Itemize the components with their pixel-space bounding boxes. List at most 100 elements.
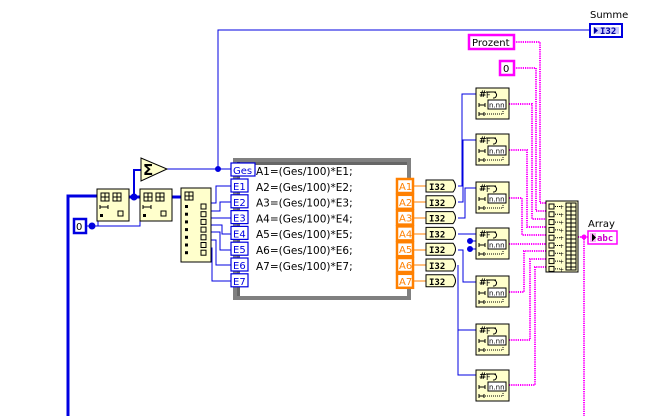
formula-line: A2=(Ges/100)*E2; [256, 182, 353, 194]
svg-text:A3: A3 [399, 214, 412, 225]
format-into-string-node[interactable]: #Fn.nn [475, 275, 510, 308]
to-i32-node[interactable]: I32 [425, 211, 456, 225]
format-into-string-nodes: #Fn.nn#Fn.nn#Fn.nn#Fn.nn#Fn.nn#Fn.nn#Fn.… [475, 87, 510, 402]
formula-output-a5[interactable]: A5 [395, 240, 415, 258]
svg-text:E5: E5 [233, 245, 246, 256]
formula-input-e5[interactable]: E5 [230, 241, 249, 256]
int-wires [66, 29, 590, 416]
svg-text:+: + [559, 220, 564, 227]
svg-text:E1: E1 [233, 182, 246, 193]
formula-input-e1[interactable]: E1 [230, 178, 249, 193]
add-array-elements-node[interactable]: Σ [140, 157, 169, 182]
formula-input-e7[interactable]: E7 [230, 273, 249, 288]
svg-text:0: 0 [76, 222, 82, 233]
svg-text:+: + [559, 266, 564, 273]
zero-int-constant[interactable]: 0 [72, 217, 88, 235]
summe-indicator[interactable]: I32 [589, 23, 623, 38]
to-i32-node[interactable]: I32 [425, 274, 456, 288]
zero-string-constant[interactable]: 0 [498, 59, 516, 77]
svg-text:+: + [559, 251, 564, 258]
build-array-node[interactable]: +++++++++ [545, 200, 579, 273]
formula-line: A7=(Ges/100)*E7; [256, 261, 353, 273]
format-into-string-node[interactable]: #Fn.nn [475, 323, 510, 356]
formula-code[interactable]: A1=(Ges/100)*E1; A2=(Ges/100)*E2; A3=(Ges/… [256, 166, 353, 273]
array-indicator[interactable]: abc [587, 230, 618, 245]
svg-text:E3: E3 [233, 214, 246, 225]
formula-line: A3=(Ges/100)*E3; [256, 198, 353, 210]
formula-input-e6[interactable]: E6 [230, 257, 249, 272]
formula-input-ges[interactable]: Ges [230, 162, 256, 177]
format-into-string-node[interactable]: #Fn.nn [475, 133, 510, 166]
to-i32-node[interactable]: I32 [425, 258, 456, 272]
double-wires [413, 185, 426, 282]
svg-text:Ges: Ges [233, 166, 252, 177]
formula-line: A1=(Ges/100)*E1; [256, 166, 353, 178]
svg-text:A1: A1 [399, 182, 412, 193]
svg-text:A5: A5 [399, 245, 412, 256]
svg-text:E4: E4 [233, 229, 246, 240]
formula-output-a3[interactable]: A3 [395, 209, 415, 226]
svg-text:F: F [486, 137, 491, 146]
svg-text:A7: A7 [399, 277, 412, 288]
formula-line: A5=(Ges/100)*E5; [256, 229, 353, 241]
svg-text:n.nn: n.nn [489, 102, 505, 110]
array-subset-node-2[interactable] [139, 188, 173, 222]
svg-text:F: F [486, 373, 491, 382]
to-i32-node[interactable]: I32 [425, 242, 456, 256]
svg-text:I32: I32 [429, 278, 445, 288]
svg-text:#: # [479, 136, 487, 146]
svg-text:+: + [559, 212, 564, 219]
svg-text:E6: E6 [233, 261, 246, 272]
formula-node[interactable] [233, 158, 411, 300]
svg-text:E7: E7 [233, 277, 246, 288]
svg-text:F: F [486, 91, 491, 100]
svg-text:I32: I32 [429, 262, 445, 272]
svg-text:+: + [559, 227, 564, 234]
svg-text:F: F [486, 185, 491, 194]
svg-text:n.nn: n.nn [489, 384, 505, 392]
formula-input-e2[interactable]: E2 [230, 194, 249, 209]
array-subset-node-1[interactable] [96, 188, 130, 222]
svg-text:F: F [486, 231, 491, 240]
formula-input-e3[interactable]: E3 [230, 210, 249, 225]
array-wire[interactable] [66, 194, 98, 416]
svg-text:0: 0 [503, 64, 509, 75]
prozent-constant[interactable]: Prozent [467, 33, 516, 51]
svg-text:I32: I32 [429, 230, 445, 240]
svg-text:I32: I32 [429, 246, 445, 256]
svg-text:F: F [486, 279, 491, 288]
to-i32-node[interactable]: I32 [425, 179, 456, 193]
formula-output-a4[interactable]: A4 [395, 225, 415, 242]
svg-text:+: + [559, 235, 564, 242]
formula-input-e4[interactable]: E4 [230, 225, 249, 240]
svg-text:n.nn: n.nn [489, 338, 505, 346]
formula-output-a6[interactable]: A6 [395, 256, 415, 274]
format-into-string-node[interactable]: #Fn.nn [475, 87, 510, 120]
svg-text:A4: A4 [399, 229, 412, 240]
svg-text:E2: E2 [233, 198, 246, 209]
svg-text:n.nn: n.nn [489, 290, 505, 298]
format-into-string-node[interactable]: #Fn.nn [475, 181, 510, 214]
svg-text:+: + [559, 243, 564, 250]
svg-text:Prozent: Prozent [472, 38, 510, 49]
svg-text:n.nn: n.nn [489, 196, 505, 204]
svg-text:#: # [479, 90, 487, 100]
index-array-node[interactable] [180, 187, 212, 263]
svg-text:I32: I32 [429, 199, 445, 209]
svg-text:#: # [479, 230, 487, 240]
svg-text:#: # [479, 278, 487, 288]
formula-output-a1[interactable]: A1 [395, 177, 415, 195]
formula-output-a7[interactable]: A7 [395, 272, 415, 290]
svg-text:abc: abc [597, 234, 613, 244]
to-i32-node[interactable]: I32 [425, 226, 456, 240]
svg-text:+: + [559, 204, 564, 211]
formula-output-a2[interactable]: A2 [395, 193, 415, 211]
svg-text:n.nn: n.nn [489, 148, 505, 156]
svg-text:#: # [479, 372, 487, 382]
format-into-string-node[interactable]: #Fn.nn [475, 369, 510, 402]
format-into-string-node[interactable]: #Fn.nn [475, 227, 510, 260]
to-i32-node[interactable]: I32 [425, 195, 456, 209]
